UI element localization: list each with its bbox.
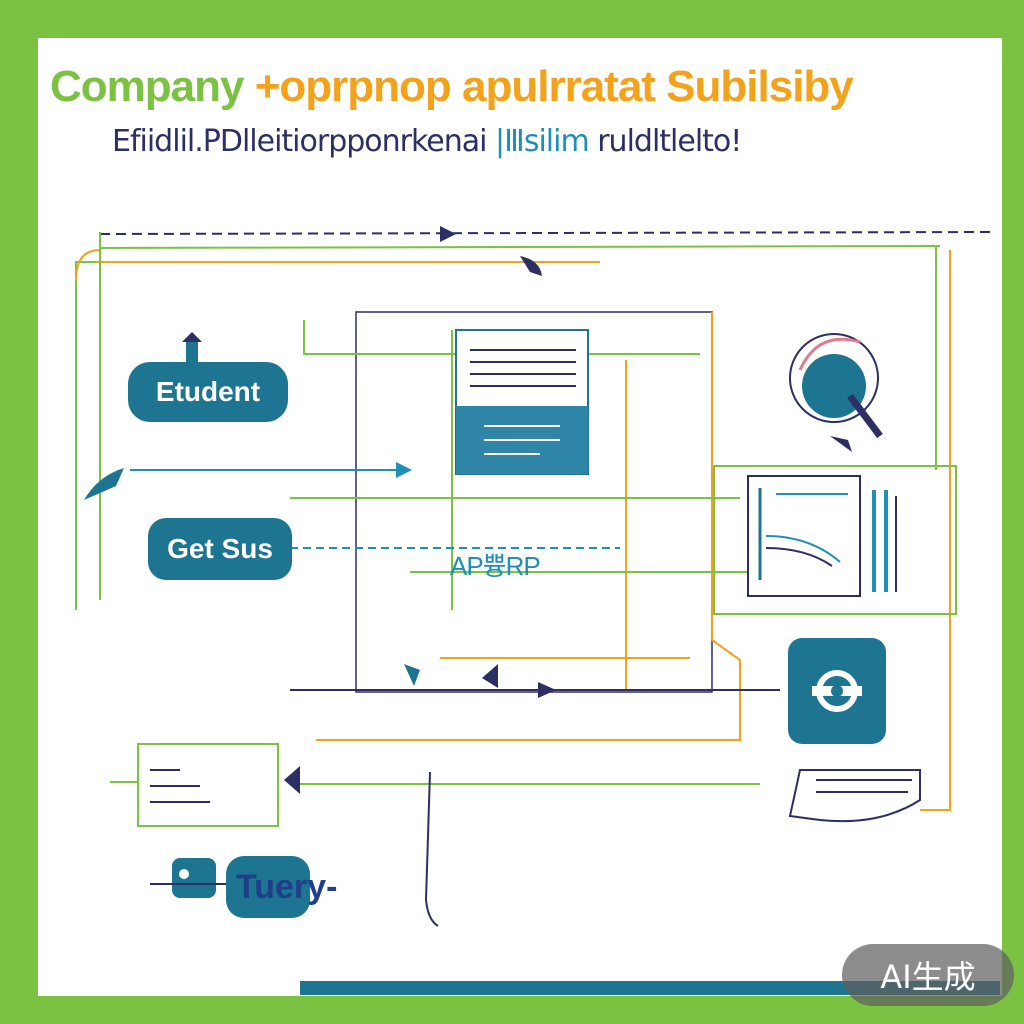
subtitle-part-2: |Ⅲsiⅼiⅿ	[495, 124, 590, 159]
arrow-top-right	[440, 226, 456, 242]
title-part-2: +oprpnop apulrratat Subilsiby	[254, 62, 854, 111]
left-bracket-orange	[75, 249, 101, 281]
arrowheads	[84, 226, 556, 794]
query-node-bg	[226, 856, 310, 918]
left-bracket	[75, 261, 96, 610]
ai-generated-badge: AI生成	[842, 944, 1014, 1006]
subtitle-part-3: ruldltlelto!	[588, 124, 742, 159]
diagram-subtitle: Efiidlil.PDlleitiorpponrkenai |Ⅲsiⅼiⅿ ru…	[112, 124, 742, 159]
connector-lines	[75, 231, 991, 927]
bottom-hook	[424, 771, 439, 927]
top-dashed-line	[99, 231, 991, 235]
clipboard-icon	[747, 475, 897, 597]
orange-route	[316, 312, 741, 741]
query-node-label[interactable]: Tuery-	[236, 868, 338, 906]
arrow-right-1	[538, 682, 556, 698]
arrow-left-1	[482, 664, 498, 688]
arrow-curve-left	[84, 468, 124, 500]
arrow-down-1	[404, 664, 420, 686]
magnifier-icon	[789, 333, 883, 452]
robot-icon	[150, 858, 226, 898]
right-panel-box	[713, 465, 957, 615]
arrow-left-2	[284, 766, 300, 794]
right-orange-vertical	[920, 250, 951, 811]
student-node[interactable]: Etudent	[128, 362, 288, 422]
title-part-1: Company	[50, 62, 255, 111]
chat-bubble-icon	[788, 769, 921, 823]
arrow-hook-top	[520, 256, 542, 276]
app-node-label: AP쁑RP	[450, 551, 541, 581]
list-icon	[137, 743, 279, 827]
arrow-blue-right	[396, 462, 412, 478]
lighthouse-icon	[182, 332, 202, 368]
gear-icon[interactable]	[788, 638, 886, 744]
diagram-title: Company +oprpnop apulrratat Subilsiby	[50, 62, 854, 112]
green-line-1	[99, 245, 941, 249]
document-icon	[455, 329, 589, 475]
subtitle-part-1: Efiidlil.PDlleitiorpponrkenai	[112, 124, 496, 159]
get-sus-node[interactable]: Get Sus	[148, 518, 292, 580]
